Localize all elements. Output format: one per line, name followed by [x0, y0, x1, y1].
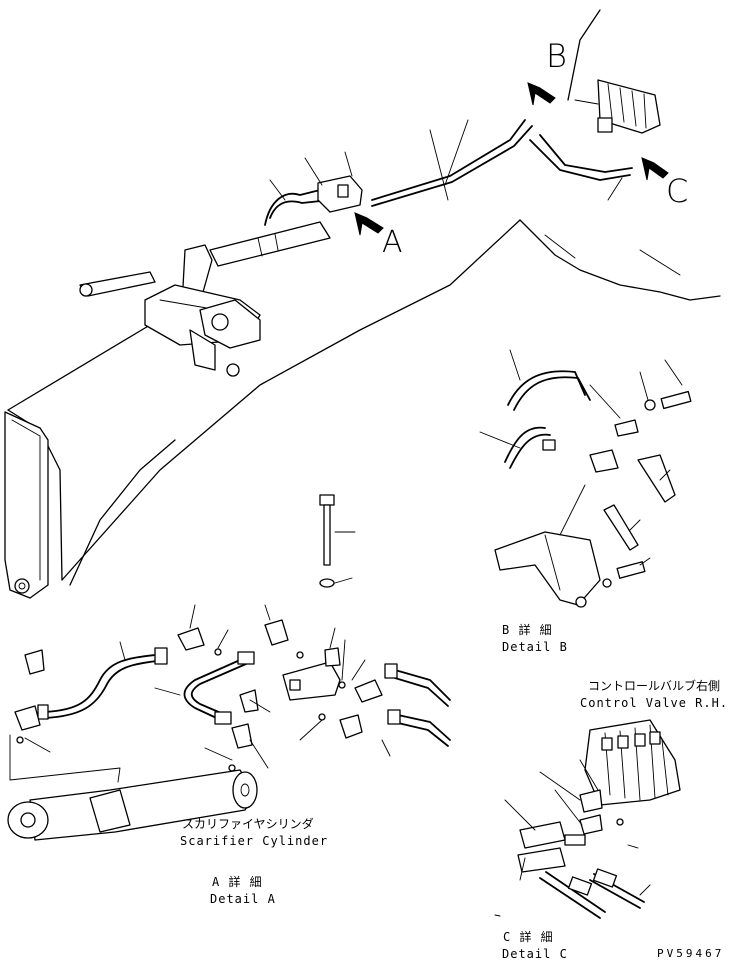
callout-b-label: B [546, 37, 567, 75]
detail-c-drawing [494, 719, 681, 919]
frame-and-scarifier-assembly [4, 9, 721, 599]
scarifier-cylinder-title-jp: スカリファイヤシリンダ [182, 817, 314, 831]
callout-a-label: A [382, 225, 403, 260]
detail-a-title-en: Detail A [210, 892, 276, 906]
callout-c-label: C [666, 172, 689, 210]
detail-c-title-en: Detail C [502, 947, 568, 961]
detail-a-title-jp: A 詳 細 [212, 875, 263, 889]
control-valve-title-jp: コントロールバルブ右側 [588, 679, 721, 693]
control-valve-title-en: Control Valve R.H. [580, 696, 729, 710]
part-code: PV59467 [657, 947, 725, 960]
detail-c-title-jp: C 詳 細 [503, 930, 554, 944]
detail-b-title-jp: B 詳 細 [502, 623, 553, 637]
detail-a-drawing [7, 494, 451, 841]
detail-b-drawing [479, 349, 692, 608]
scarifier-cylinder-title-en: Scarifier Cylinder [180, 834, 329, 848]
detail-b-title-en: Detail B [502, 640, 568, 654]
